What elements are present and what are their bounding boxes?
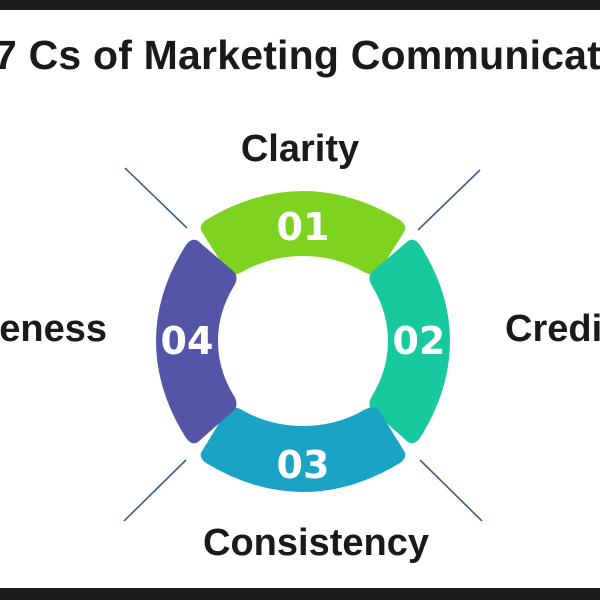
segment-04 — [156, 239, 237, 444]
connector-line-top-right — [417, 169, 481, 231]
segment-02 — [369, 239, 450, 444]
diagram-title: 7 Cs of Marketing Communication — [0, 32, 600, 78]
segment-01 — [200, 191, 406, 275]
segment-number-01: 01 — [277, 205, 330, 249]
ring-diagram: 01 02 03 04 — [123, 167, 483, 522]
segment-number-04: 04 — [161, 319, 214, 363]
connector-line-bottom-left — [123, 459, 187, 522]
connector-line-top-left — [124, 167, 188, 229]
segment-03 — [200, 407, 406, 492]
label-competitiveness: Competitiveness — [0, 308, 107, 350]
segment-number-03: 03 — [277, 443, 330, 487]
connector-line-bottom-right — [419, 459, 483, 522]
label-consistency: Consistency — [203, 522, 429, 564]
diagram-canvas: 7 Cs of Marketing Communication Clarity … — [0, 10, 600, 588]
label-clarity: Clarity — [240, 128, 360, 170]
segment-number-02: 02 — [393, 319, 446, 363]
label-credibility: Credibility — [505, 308, 600, 350]
